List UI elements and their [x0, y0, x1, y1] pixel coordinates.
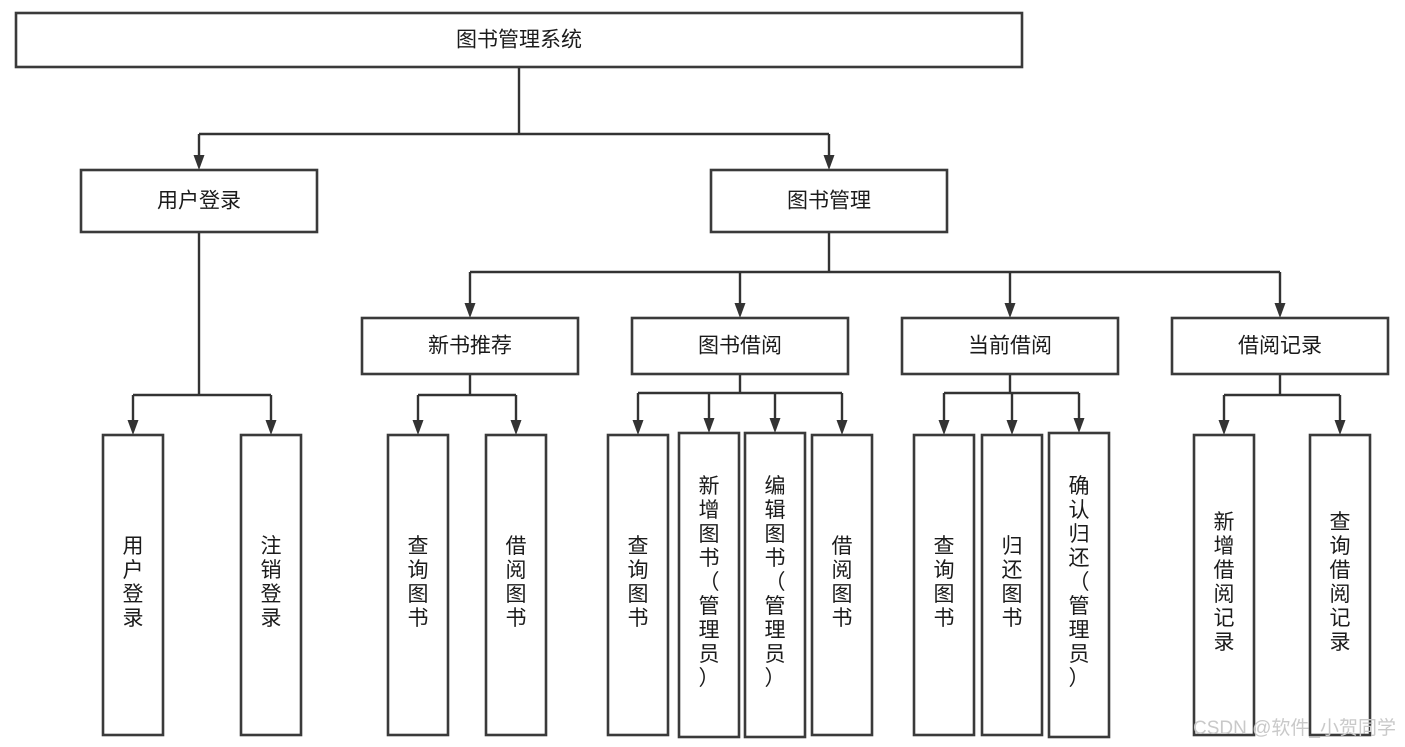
- node-leaf-borrow-book-1[interactable]: 借阅图书: [484, 433, 548, 737]
- node-label: 借阅记录: [1238, 335, 1322, 358]
- node-label: 图书借阅: [698, 335, 782, 358]
- edge-group-user-login: [127, 232, 277, 435]
- node-leaf-confirm-return[interactable]: 确认归还（管理员）: [1047, 431, 1111, 739]
- node-box: [810, 433, 874, 737]
- node-book-manage[interactable]: 图书管理: [709, 168, 949, 234]
- edge-group-borrow-record: [1218, 374, 1346, 435]
- node-label: 借阅图书: [506, 535, 527, 630]
- arrow-head-icon: [193, 155, 205, 170]
- edge-group-new-book-recommend: [412, 374, 522, 435]
- node-leaf-add-record[interactable]: 新增借阅记录: [1192, 433, 1256, 737]
- node-leaf-user-logout[interactable]: 注销登录: [239, 433, 303, 737]
- arrow-head-icon: [127, 420, 139, 435]
- arrow-head-icon: [1073, 418, 1085, 433]
- node-leaf-query-book-3[interactable]: 查询图书: [912, 433, 976, 737]
- edge-group-current-borrow: [938, 374, 1085, 435]
- node-box: [980, 433, 1044, 737]
- arrow-head-icon: [412, 420, 424, 435]
- node-label: 查询图书: [934, 535, 955, 630]
- node-leaf-add-book[interactable]: 新增图书（管理员）: [677, 431, 741, 739]
- node-box: [677, 431, 741, 739]
- node-box: [484, 433, 548, 737]
- arrow-head-icon: [510, 420, 522, 435]
- arrow-head-icon: [1218, 420, 1230, 435]
- node-box: [360, 316, 580, 376]
- arrow-head-icon: [769, 418, 781, 433]
- arrow-head-icon: [1274, 303, 1286, 318]
- node-user-login[interactable]: 用户登录: [79, 168, 319, 234]
- node-layer: 图书管理系统用户登录图书管理新书推荐图书借阅当前借阅借阅记录用户登录注销登录查询…: [14, 11, 1390, 739]
- node-label: 确认归还（管理员）: [1069, 475, 1090, 690]
- arrow-head-icon: [938, 420, 950, 435]
- node-box: [101, 433, 165, 737]
- edge-group-root: [193, 67, 835, 170]
- arrow-head-icon: [1334, 420, 1346, 435]
- node-leaf-user-login[interactable]: 用户登录: [101, 433, 165, 737]
- node-box: [912, 433, 976, 737]
- node-label: 图书管理: [787, 190, 871, 213]
- arrow-head-icon: [823, 155, 835, 170]
- node-box: [79, 168, 319, 234]
- node-label: 归还图书: [1002, 535, 1023, 630]
- node-box: [900, 316, 1120, 376]
- node-leaf-query-record[interactable]: 查询借阅记录: [1308, 433, 1372, 737]
- node-borrow-record[interactable]: 借阅记录: [1170, 316, 1390, 376]
- arrow-head-icon: [632, 420, 644, 435]
- arrow-head-icon: [1004, 303, 1016, 318]
- node-book-borrow[interactable]: 图书借阅: [630, 316, 850, 376]
- arrow-head-icon: [836, 420, 848, 435]
- node-box: [1192, 433, 1256, 737]
- arrow-head-icon: [265, 420, 277, 435]
- node-box: [14, 11, 1024, 69]
- node-box: [606, 433, 670, 737]
- node-leaf-borrow-book-2[interactable]: 借阅图书: [810, 433, 874, 737]
- node-label: 用户登录: [157, 190, 241, 213]
- node-label: 编辑图书（管理员）: [765, 475, 786, 690]
- node-label: 新增借阅记录: [1214, 511, 1235, 654]
- node-box: [1047, 431, 1111, 739]
- node-box: [709, 168, 949, 234]
- node-new-book-recommend[interactable]: 新书推荐: [360, 316, 580, 376]
- node-label: 用户登录: [123, 535, 144, 630]
- edge-group-book-borrow: [632, 374, 848, 435]
- node-label: 注销登录: [261, 535, 282, 630]
- node-box: [1308, 433, 1372, 737]
- connector-layer: [127, 67, 1346, 435]
- node-leaf-edit-book[interactable]: 编辑图书（管理员）: [743, 431, 807, 739]
- node-box: [630, 316, 850, 376]
- arrow-head-icon: [734, 303, 746, 318]
- node-root[interactable]: 图书管理系统: [14, 11, 1024, 69]
- node-label: 当前借阅: [968, 335, 1052, 358]
- node-label: 新书推荐: [428, 335, 512, 358]
- node-label: 查询图书: [408, 535, 429, 630]
- arrow-head-icon: [464, 303, 476, 318]
- node-label: 新增图书（管理员）: [699, 475, 720, 690]
- arrow-head-icon: [1006, 420, 1018, 435]
- node-label: 借阅图书: [832, 535, 853, 630]
- node-label: 图书管理系统: [456, 29, 582, 52]
- node-leaf-query-book-2[interactable]: 查询图书: [606, 433, 670, 737]
- arrow-head-icon: [703, 418, 715, 433]
- node-box: [386, 433, 450, 737]
- csdn-watermark: CSDN @软件_小贺同学: [1193, 717, 1396, 739]
- node-leaf-query-book-1[interactable]: 查询图书: [386, 433, 450, 737]
- node-box: [1170, 316, 1390, 376]
- edge-group-book-manage: [464, 232, 1286, 318]
- node-box: [743, 431, 807, 739]
- node-label: 查询图书: [628, 535, 649, 630]
- node-current-borrow[interactable]: 当前借阅: [900, 316, 1120, 376]
- node-label: 查询借阅记录: [1330, 511, 1351, 654]
- node-box: [239, 433, 303, 737]
- node-leaf-return-book[interactable]: 归还图书: [980, 433, 1044, 737]
